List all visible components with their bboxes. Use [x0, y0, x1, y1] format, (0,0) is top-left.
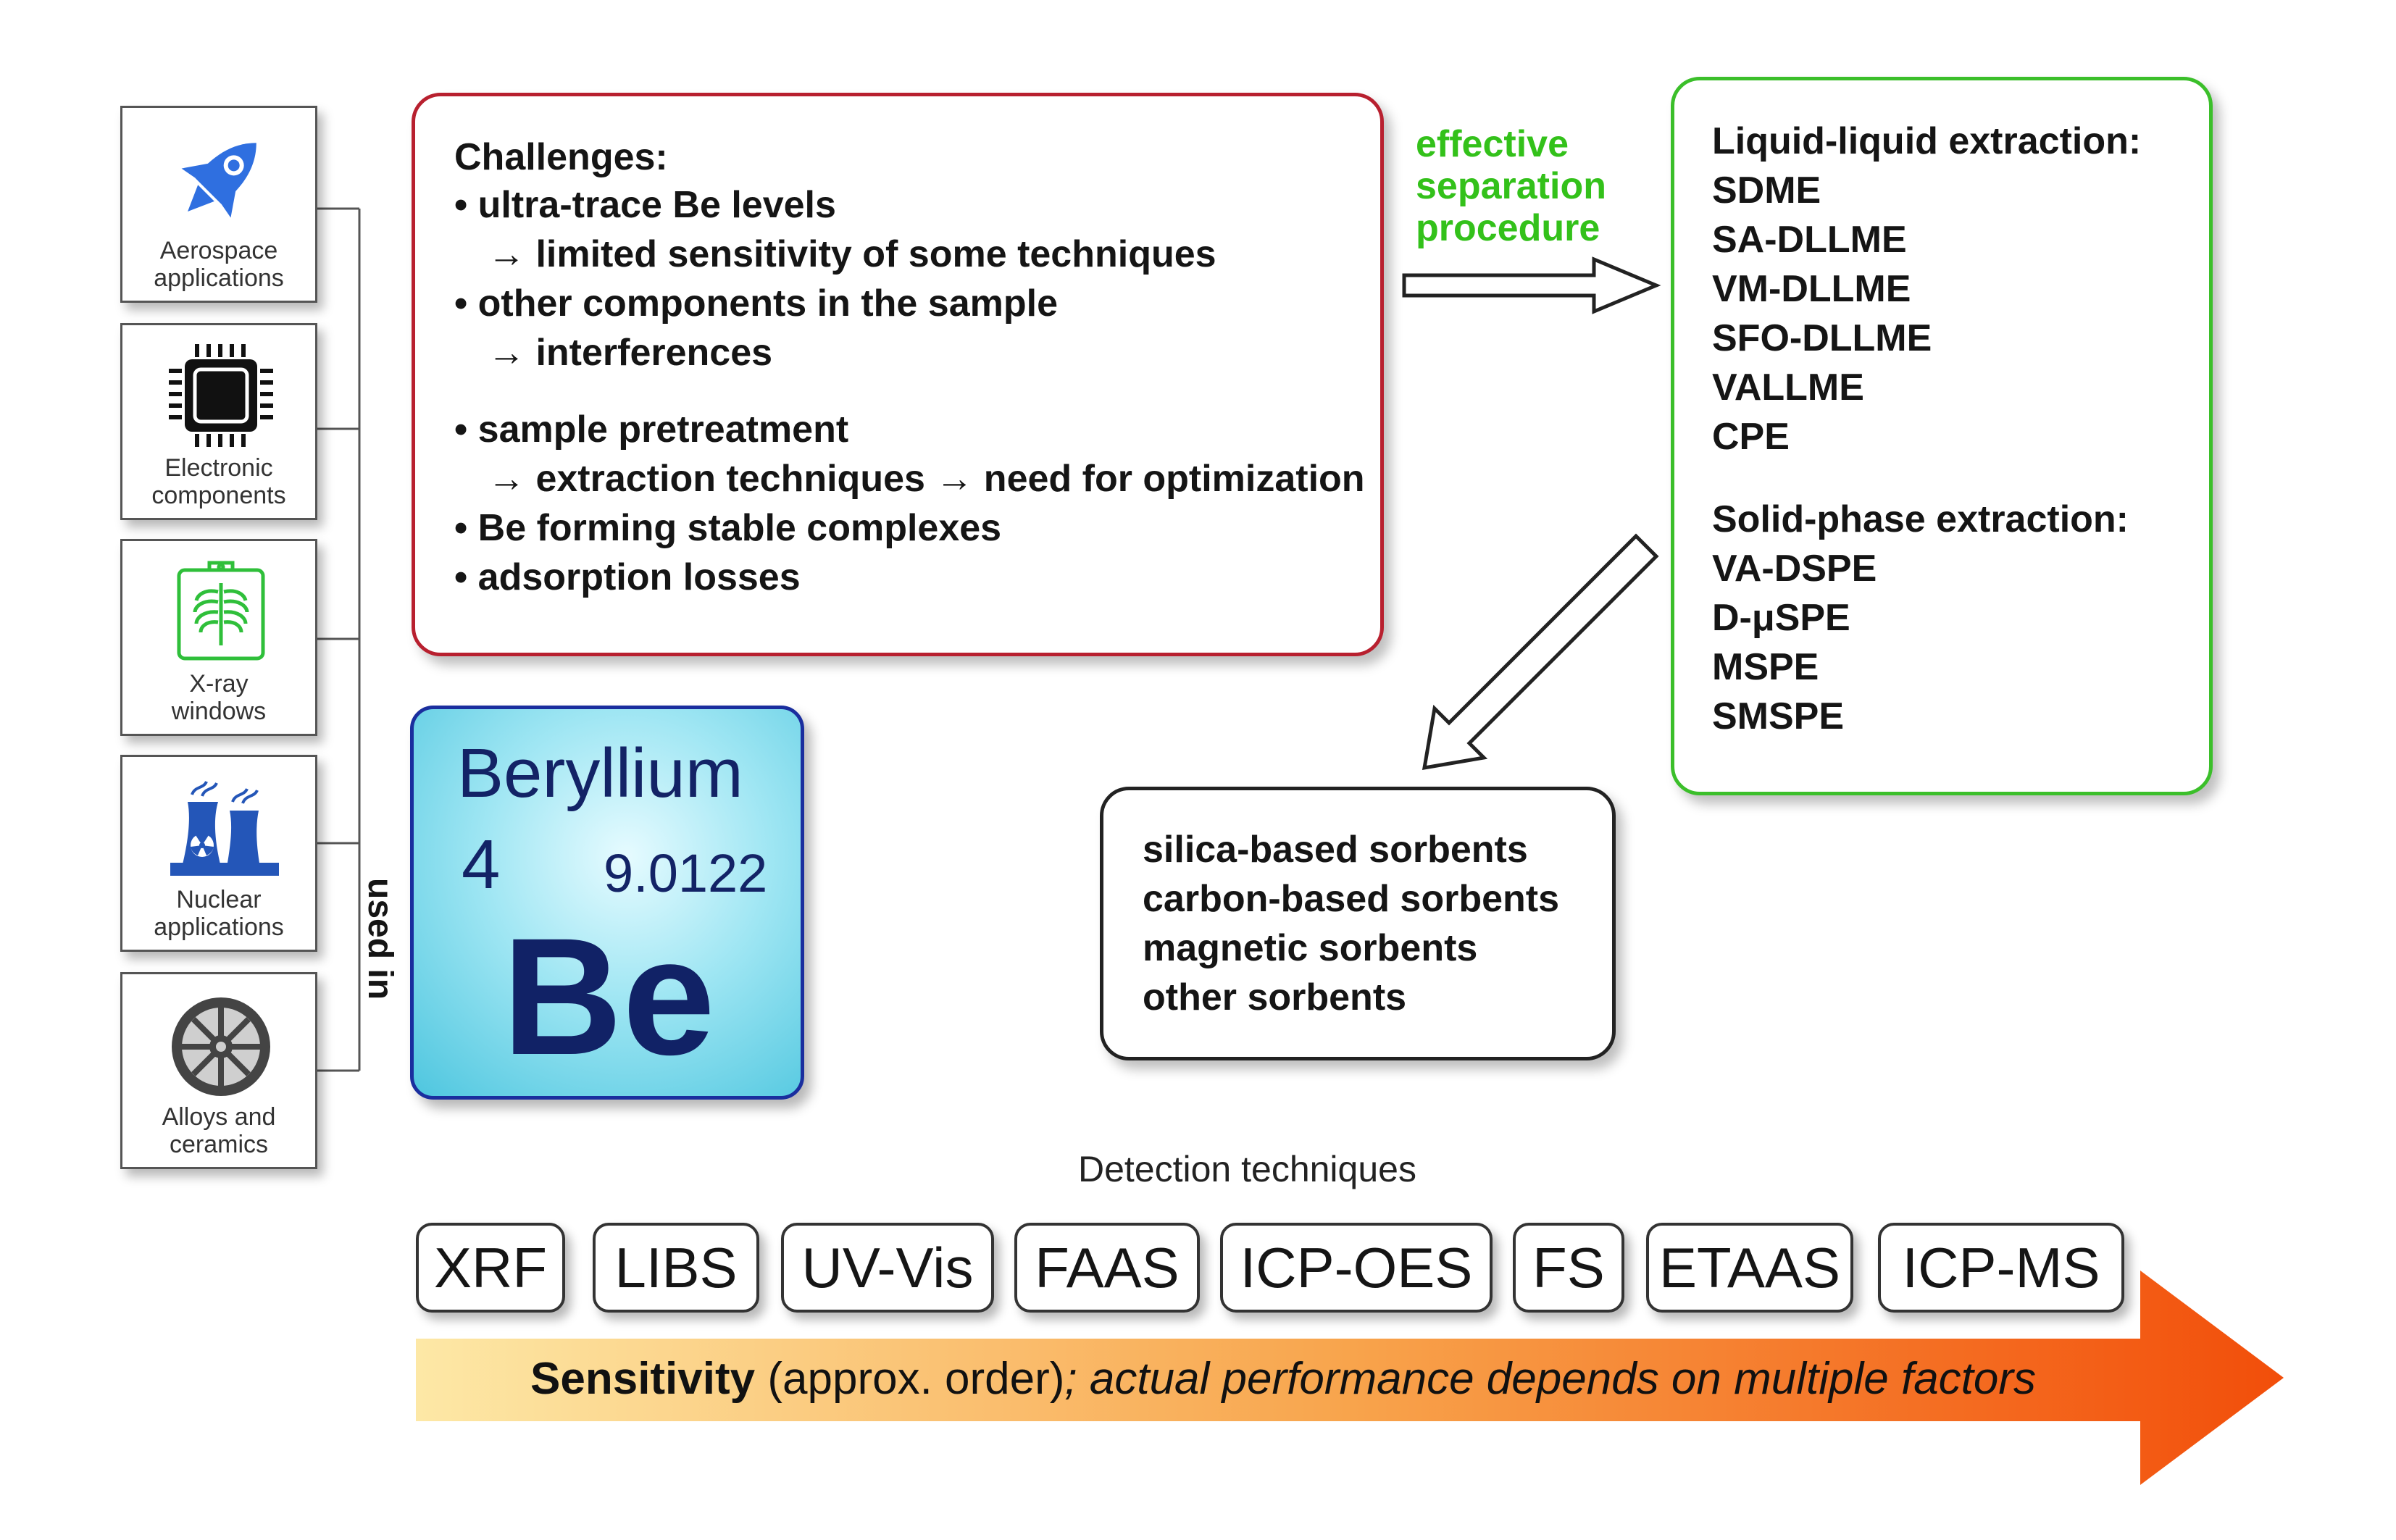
extraction-item: VA-DSPE [1712, 548, 1877, 590]
atomic-number: 4 [462, 826, 501, 903]
chip-icon [169, 344, 273, 447]
challenge-line: → extraction techniques → need for optim… [488, 458, 1365, 500]
challenge-line: • ultra-trace Be levels [454, 184, 836, 226]
technique-xrf: XRF [416, 1223, 565, 1313]
technique-etaas: ETAAS [1646, 1223, 1853, 1313]
solid-phase-title: Solid-phase extraction: [1712, 498, 2129, 540]
wheel-icon [172, 997, 270, 1096]
used-in-label: used in [361, 878, 399, 1000]
separation-procedure-label: effective separation procedure [1416, 123, 1606, 249]
arrow-to-sorbents [1422, 533, 1659, 771]
application-connectors [317, 207, 361, 1072]
extraction-methods-box: Liquid-liquid extraction: SDME SA-DLLME … [1671, 77, 2213, 795]
extraction-item: VM-DLLME [1712, 268, 1911, 310]
challenge-line: → interferences [488, 332, 773, 374]
technique-icp-ms: ICP-MS [1878, 1223, 2124, 1313]
challenges-title: Challenges: [454, 136, 668, 178]
technique-libs: LIBS [593, 1223, 759, 1313]
challenges-box: Challenges: • ultra-trace Be levels → li… [412, 93, 1384, 656]
challenge-line: • adsorption losses [454, 556, 801, 598]
extraction-item: D-μSPE [1712, 597, 1850, 639]
challenge-line: • other components in the sample [454, 283, 1058, 325]
challenge-line: • Be forming stable complexes [454, 507, 1002, 549]
technique-icp-oes: ICP-OES [1220, 1223, 1493, 1313]
sorbent-item: carbon-based sorbents [1143, 878, 1560, 920]
extraction-item: SMSPE [1712, 695, 1845, 737]
sensitivity-arrow [416, 1271, 2284, 1485]
nuclear-plant-icon [170, 781, 279, 876]
atomic-mass: 9.0122 [604, 843, 768, 903]
extraction-item: SDME [1712, 170, 1821, 212]
sorbent-item: silica-based sorbents [1143, 829, 1528, 871]
xray-icon [177, 561, 265, 661]
technique-uv-vis: UV-Vis [781, 1223, 994, 1313]
extraction-item: SA-DLLME [1712, 219, 1907, 261]
technique-fs: FS [1513, 1223, 1624, 1313]
extraction-item: MSPE [1712, 646, 1819, 688]
extraction-item: VALLME [1712, 367, 1864, 409]
extraction-item: CPE [1712, 416, 1790, 458]
sensitivity-caption: Sensitivity (approx. order); actual perf… [530, 1354, 2037, 1404]
sorbent-item: other sorbents [1143, 976, 1407, 1018]
extraction-item: SFO-DLLME [1712, 317, 1932, 359]
beryllium-element-tile: Beryllium 4 9.0122 Be [410, 706, 804, 1100]
liquid-liquid-title: Liquid-liquid extraction: [1712, 120, 2142, 162]
sorbent-item: magnetic sorbents [1143, 927, 1478, 969]
challenge-line: • sample pretreatment [454, 409, 849, 451]
sorbents-box: silica-based sorbents carbon-based sorbe… [1100, 787, 1616, 1060]
element-name: Beryllium [457, 735, 743, 812]
rocket-icon [181, 143, 256, 218]
detection-title: Detection techniques [1078, 1149, 1416, 1189]
arrow-to-extraction [1402, 256, 1661, 314]
challenge-line: → limited sensitivity of some techniques [488, 233, 1216, 275]
technique-faas: FAAS [1014, 1223, 1200, 1313]
element-symbol: Be [502, 903, 716, 1089]
